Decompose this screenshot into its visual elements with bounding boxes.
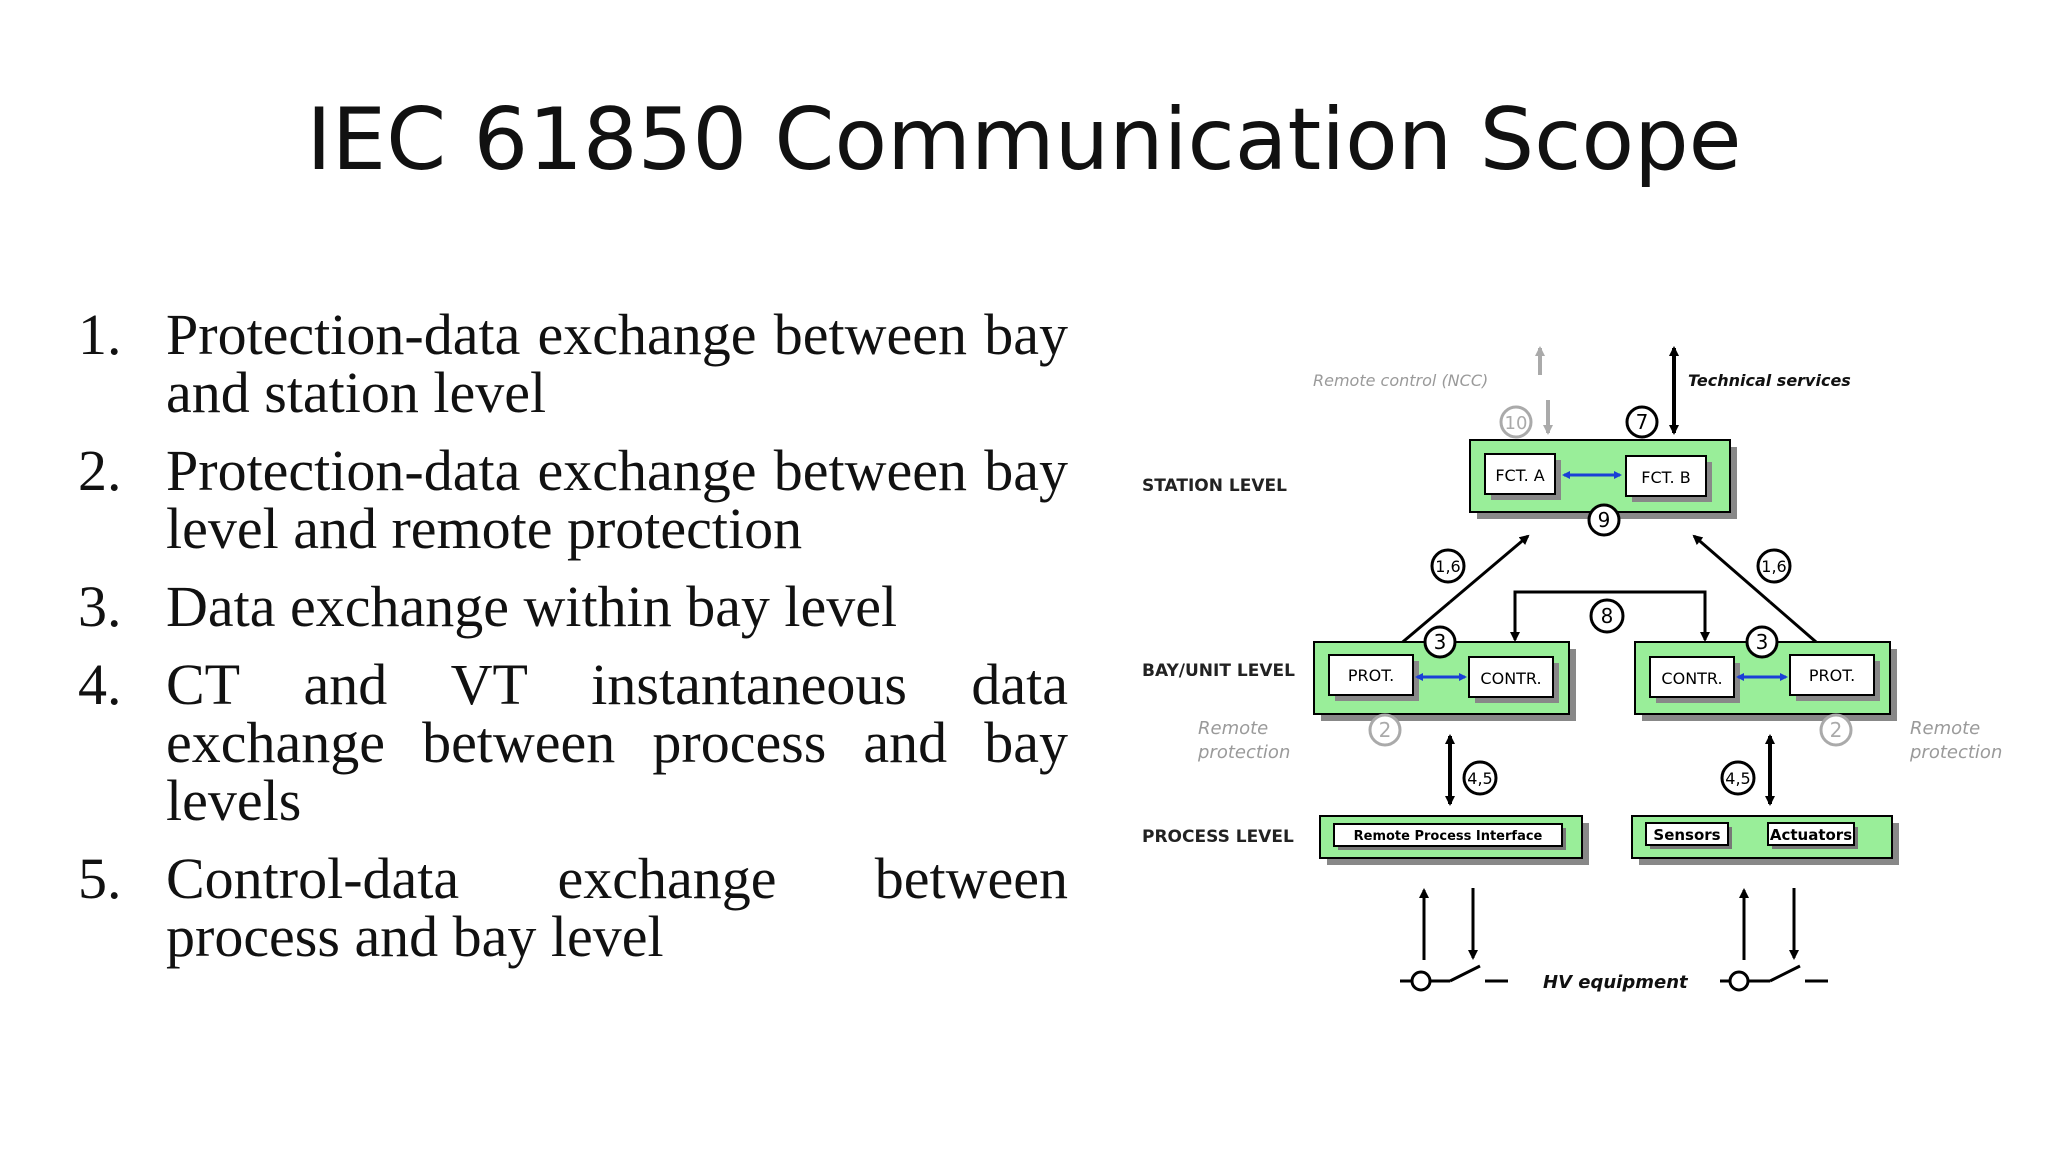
- marker-3-right: 3: [1745, 625, 1779, 659]
- process-panel-right: Sensors Actuators: [1631, 815, 1899, 865]
- svg-text:Remote: Remote: [1910, 718, 1980, 739]
- list-item: 3.Data exchange within bay level: [78, 578, 1068, 636]
- svg-text:protection: protection: [1197, 742, 1290, 763]
- marker-9: 9: [1587, 503, 1621, 537]
- sensors-box: [1645, 822, 1729, 846]
- fct-a-box: [1484, 453, 1556, 495]
- hv-equipment-label: HV equipment: [1543, 972, 1689, 993]
- svg-text:1,6: 1,6: [1761, 557, 1786, 576]
- marker-10: 10: [1499, 405, 1533, 439]
- list-item: 5.Control-data exchange between process …: [78, 850, 1068, 966]
- marker-3-left: 3: [1423, 625, 1457, 659]
- bay-panel-left: PROT. CONTR.: [1313, 641, 1576, 721]
- svg-text:10: 10: [1505, 413, 1528, 434]
- marker-8: 8: [1589, 598, 1625, 634]
- svg-text:4,5: 4,5: [1467, 769, 1492, 788]
- contr-left-box: [1468, 656, 1554, 698]
- list-number: 5.: [78, 846, 122, 911]
- svg-text:4,5: 4,5: [1725, 769, 1750, 788]
- marker-45-right: 4,5: [1720, 760, 1756, 796]
- marker-45-left: 4,5: [1462, 760, 1498, 796]
- bay-level-label: BAY/UNIT LEVEL: [1142, 661, 1295, 681]
- list-text: Protection-data exchange between bay and…: [166, 302, 1068, 425]
- svg-text:3: 3: [1756, 630, 1769, 654]
- svg-text:PROT.: PROT.: [1348, 666, 1394, 685]
- link-8: [1510, 590, 1710, 642]
- svg-text:Sensors: Sensors: [1653, 826, 1720, 844]
- process-level-label: PROCESS LEVEL: [1142, 827, 1294, 847]
- list-text: Protection-data exchange between bay lev…: [166, 438, 1068, 561]
- switch-symbol-right: [1720, 964, 1828, 992]
- svg-text:Remote: Remote: [1198, 718, 1268, 739]
- svg-text:9: 9: [1598, 508, 1611, 532]
- station-level-label: STATION LEVEL: [1142, 476, 1287, 496]
- list-number: 3.: [78, 574, 122, 639]
- slide-title: IEC 61850 Communication Scope: [306, 90, 1742, 190]
- svg-text:CONTR.: CONTR.: [1661, 669, 1722, 688]
- remote-protection-right: Remote protection: [1909, 718, 2002, 763]
- marker-2-left: 2: [1368, 713, 1402, 747]
- list-item: 1.Protection-data exchange between bay a…: [78, 306, 1068, 422]
- svg-text:Remote Process Interface: Remote Process Interface: [1354, 829, 1543, 844]
- marker-16-right: 1,6: [1756, 548, 1792, 584]
- actuators-box: [1767, 822, 1855, 846]
- marker-2-right: 2: [1819, 713, 1853, 747]
- svg-text:8: 8: [1601, 604, 1614, 628]
- list-number: 4.: [78, 652, 122, 717]
- svg-text:7: 7: [1636, 410, 1649, 434]
- svg-text:Actuators: Actuators: [1770, 826, 1852, 844]
- scope-list: 1.Protection-data exchange between bay a…: [78, 306, 1068, 986]
- list-item: 4.CT and VT instantaneous data exchange …: [78, 656, 1068, 830]
- fct-b-label: FCT. B: [1641, 468, 1690, 487]
- remote-control-arrow: [1535, 346, 1553, 435]
- list-number: 2.: [78, 438, 122, 503]
- list-number: 1.: [78, 302, 122, 367]
- fct-b-box: [1625, 455, 1707, 497]
- svg-text:3: 3: [1434, 630, 1447, 654]
- prot-left-box: [1328, 654, 1414, 696]
- svg-text:PROT.: PROT.: [1809, 666, 1855, 685]
- remote-process-interface-box: [1333, 823, 1563, 847]
- iec61850-scope-diagram: STATION LEVEL BAY/UNIT LEVEL PROCESS LEV…: [1142, 346, 2002, 993]
- list-text: Control-data exchange between process an…: [166, 846, 1068, 969]
- marker-7: 7: [1625, 405, 1659, 439]
- svg-text:protection: protection: [1909, 742, 2002, 763]
- remote-control-label: Remote control (NCC): [1313, 371, 1488, 390]
- svg-text:1,6: 1,6: [1435, 557, 1460, 576]
- svg-text:CONTR.: CONTR.: [1480, 669, 1541, 688]
- fct-a-label: FCT. A: [1495, 466, 1544, 485]
- switch-symbol-left: [1400, 964, 1508, 992]
- contr-right-box: [1649, 656, 1735, 698]
- list-item: 2.Protection-data exchange between bay l…: [78, 442, 1068, 558]
- svg-text:2: 2: [1830, 718, 1843, 742]
- process-panel-left: Remote Process Interface: [1319, 815, 1589, 865]
- hv-arrows-right: [1739, 888, 1799, 960]
- marker-16-left: 1,6: [1430, 548, 1466, 584]
- list-text: Data exchange within bay level: [166, 574, 898, 639]
- prot-right-box: [1789, 654, 1875, 696]
- hv-arrows-left: [1419, 888, 1478, 960]
- list-text: CT and VT instantaneous data exchange be…: [166, 652, 1068, 833]
- remote-protection-left: Remote protection: [1197, 718, 1290, 763]
- svg-text:2: 2: [1379, 718, 1392, 742]
- technical-services-label: Technical services: [1688, 371, 1851, 390]
